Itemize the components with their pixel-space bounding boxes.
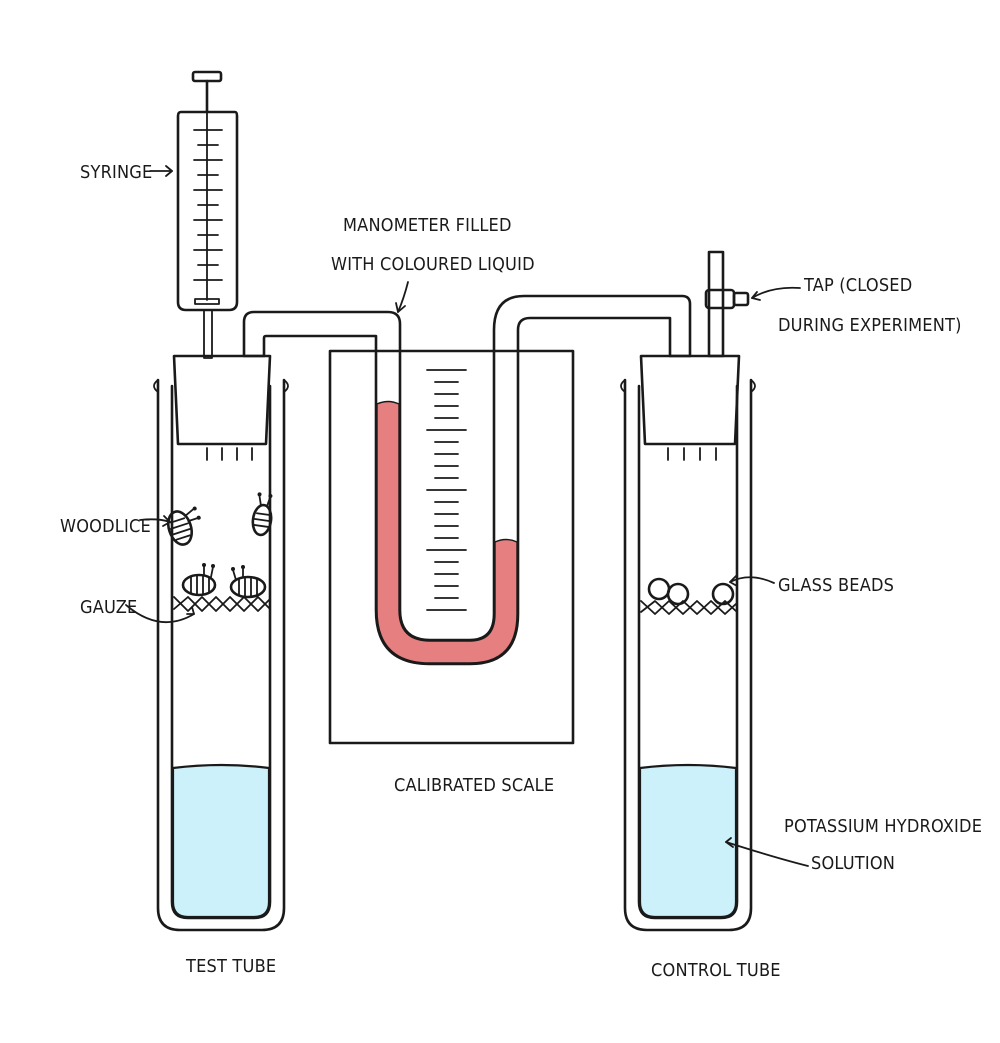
woodlouse-icon: [229, 565, 267, 599]
scale-graduations: [426, 369, 467, 611]
annotation-arrows: [125, 165, 809, 867]
manometer-tube: [242, 294, 692, 666]
koh-solution-test: [171, 763, 271, 919]
label-koh-line2: SOLUTION: [811, 853, 895, 874]
woodlouse-icon: [251, 492, 273, 537]
label-koh-line1: POTASSIUM HYDROXIDE: [784, 816, 982, 837]
test-tube: [153, 378, 289, 932]
glass-bead-icon: [647, 577, 671, 601]
label-syringe: SYRINGE: [80, 162, 153, 183]
test-bung-ticks: [206, 447, 253, 461]
woodlouse-icon: [181, 563, 217, 597]
syringe: [176, 70, 239, 359]
label-gauze: GAUZE: [80, 597, 138, 618]
label-test-tube: TEST TUBE: [185, 956, 276, 977]
label-glass-beads: GLASS BEADS: [778, 575, 894, 596]
glass-bead-icon: [666, 582, 690, 606]
glass-bead-icon: [711, 582, 735, 606]
control-bung-ticks: [667, 447, 717, 461]
manometer-liquid: [376, 400, 518, 664]
syringe-graduations: [193, 129, 223, 281]
label-calibrated-scale: CALIBRATED SCALE: [394, 775, 554, 796]
control-tube-bung: [639, 354, 741, 446]
calibrated-scale-board: [328, 349, 575, 745]
gauze-mesh-icon: [173, 596, 271, 612]
woodlouse-icon: [166, 506, 201, 546]
label-tap-line2: DURING EXPERIMENT): [778, 315, 962, 336]
tap: [704, 288, 750, 310]
tap-tube: [707, 250, 725, 358]
label-tap-line1: TAP (CLOSED: [803, 275, 912, 296]
koh-solution-control: [638, 763, 738, 919]
test-tube-bung: [172, 354, 272, 446]
label-control-tube: CONTROL TUBE: [651, 960, 781, 981]
control-tube: [620, 378, 756, 932]
label-woodlice: WOODLICE: [60, 516, 151, 537]
label-manometer-line2: WITH COLOURED LIQUID: [331, 254, 535, 275]
label-manometer-line1: MANOMETER FILLED: [343, 215, 512, 236]
